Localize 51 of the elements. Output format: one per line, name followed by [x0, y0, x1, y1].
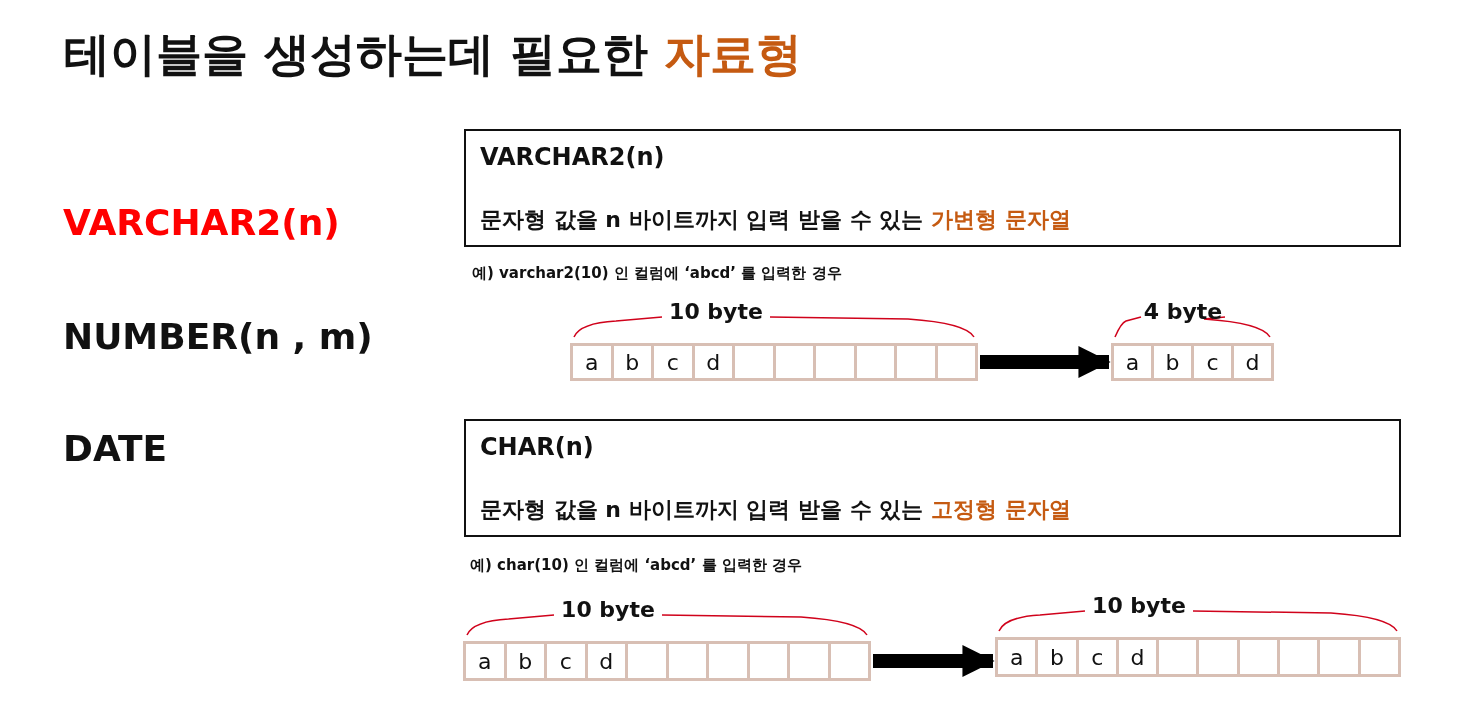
cell-character: b [625, 349, 640, 375]
array-cell [1317, 637, 1361, 677]
array-cell [625, 641, 669, 681]
type-heading: VARCHAR2(n) [480, 143, 665, 171]
data-type-name: VARCHAR2(n) [63, 202, 340, 243]
cell-character: b [1049, 644, 1064, 670]
type-description: 문자형 값을 n 바이트까지 입력 받을 수 있는 고정형 문자열 [480, 496, 1071, 524]
example-note: 예) char(10) 인 컬럼에 ‘abcd’ 를 입력한 경우 [470, 556, 802, 575]
array-cell [1231, 343, 1274, 381]
type-heading: CHAR(n) [480, 433, 594, 461]
cell-character: a [585, 349, 599, 375]
array-cell [1151, 343, 1194, 381]
cell-character: a [1009, 644, 1024, 670]
cell-character: d [1245, 349, 1260, 375]
array-cell [1196, 637, 1240, 677]
example-note: 예) varchar2(10) 인 컬럼에 ‘abcd’ 를 입력한 경우 [472, 264, 842, 283]
cell-character: d [599, 648, 614, 674]
cell-character: a [1125, 349, 1140, 375]
slide-title: 테이블을 생성하는데 필요한 자료형 [64, 26, 803, 83]
byte-size-label: 10 byte [669, 299, 763, 324]
array-cell [544, 641, 588, 681]
definition-box [464, 419, 1401, 537]
cell-character: b [1165, 349, 1180, 375]
data-type-name: NUMBER(n , m) [63, 316, 373, 357]
array-cell [651, 343, 695, 381]
cell-character: c [559, 648, 572, 674]
array-cell [732, 343, 776, 381]
array-cell [706, 641, 750, 681]
type-description: 문자형 값을 n 바이트까지 입력 받을 수 있는 가변형 문자열 [480, 206, 1071, 234]
cell-character: d [706, 349, 721, 375]
definition-box [464, 129, 1401, 247]
byte-size-label: 4 byte [1143, 299, 1223, 324]
byte-size-label: 10 byte [561, 597, 655, 622]
array-cell [570, 343, 614, 381]
array-cell [894, 343, 938, 381]
block-arrow [873, 644, 995, 678]
array-cell [1191, 343, 1234, 381]
byte-size-label: 10 byte [1092, 593, 1186, 618]
cell-character: c [666, 349, 679, 375]
cell-character: a [478, 648, 492, 674]
array-cell [787, 641, 831, 681]
data-type-name: DATE [63, 428, 168, 469]
array-cell [1035, 637, 1079, 677]
array-cell [813, 343, 857, 381]
array-cell [463, 641, 507, 681]
cell-character: d [1130, 644, 1145, 670]
block-arrow [980, 345, 1111, 379]
array-cell [1111, 343, 1154, 381]
cell-character: b [518, 648, 533, 674]
cell-character: c [1206, 349, 1219, 375]
cell-character: c [1091, 644, 1104, 670]
